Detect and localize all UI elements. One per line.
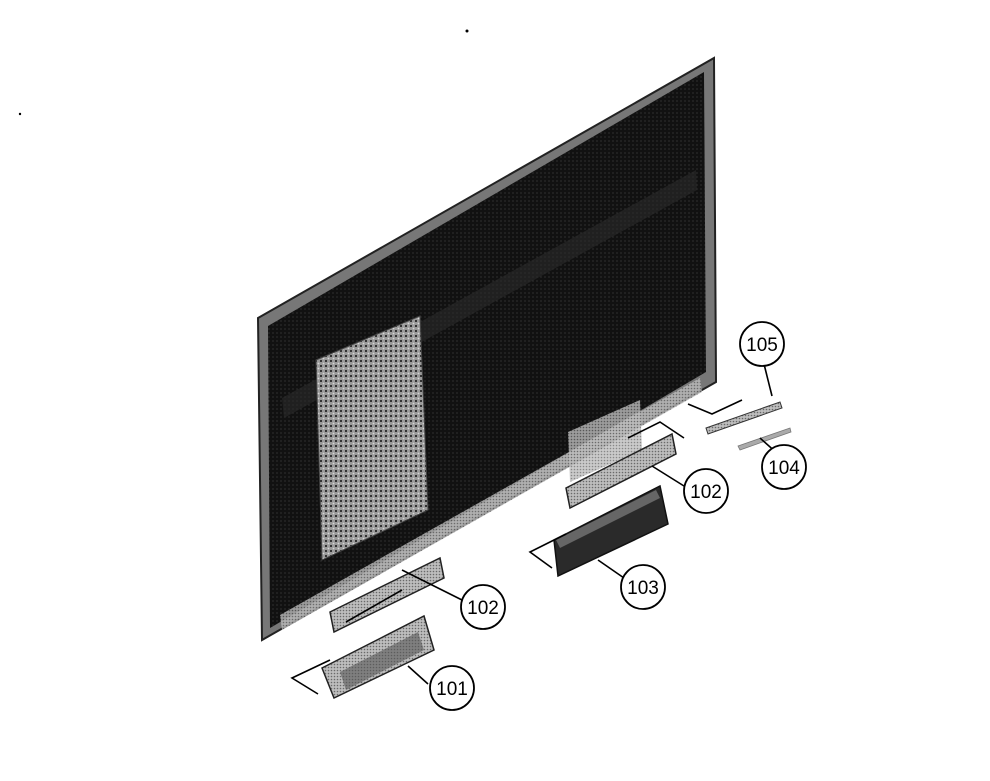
callout-105: 105 bbox=[739, 321, 785, 367]
part-103 bbox=[553, 484, 669, 578]
part-102-right bbox=[565, 432, 677, 510]
leader-101 bbox=[290, 659, 331, 695]
leader-105-label bbox=[763, 363, 773, 397]
leader-102-right-label bbox=[651, 465, 685, 487]
leader-101-label bbox=[407, 665, 429, 685]
speck bbox=[465, 29, 469, 33]
part-104 bbox=[737, 427, 792, 451]
display-panel bbox=[256, 56, 718, 642]
leader-102-left bbox=[401, 569, 463, 601]
leader-103-label bbox=[597, 559, 625, 579]
callout-101-label: 101 bbox=[436, 679, 468, 700]
callout-102-left-label: 102 bbox=[467, 598, 499, 619]
callout-104: 104 bbox=[761, 444, 807, 490]
callout-104-label: 104 bbox=[768, 458, 800, 479]
leader-102-left-b bbox=[345, 589, 403, 623]
leader-102-right bbox=[627, 421, 685, 439]
main-board bbox=[315, 315, 429, 561]
callout-103-label: 103 bbox=[627, 578, 659, 599]
part-103-top bbox=[556, 490, 660, 548]
callout-102-right: 102 bbox=[683, 468, 729, 514]
leader-105 bbox=[687, 399, 743, 415]
part-105 bbox=[705, 401, 783, 435]
panel-right-block bbox=[568, 400, 642, 482]
leader-103 bbox=[528, 533, 567, 569]
speck bbox=[18, 112, 22, 116]
callout-103: 103 bbox=[620, 564, 666, 610]
callout-102-right-label: 102 bbox=[690, 482, 722, 503]
callout-105-label: 105 bbox=[746, 335, 778, 356]
part-101-shade bbox=[340, 632, 424, 690]
callout-101: 101 bbox=[429, 665, 475, 711]
callout-102-left: 102 bbox=[460, 584, 506, 630]
